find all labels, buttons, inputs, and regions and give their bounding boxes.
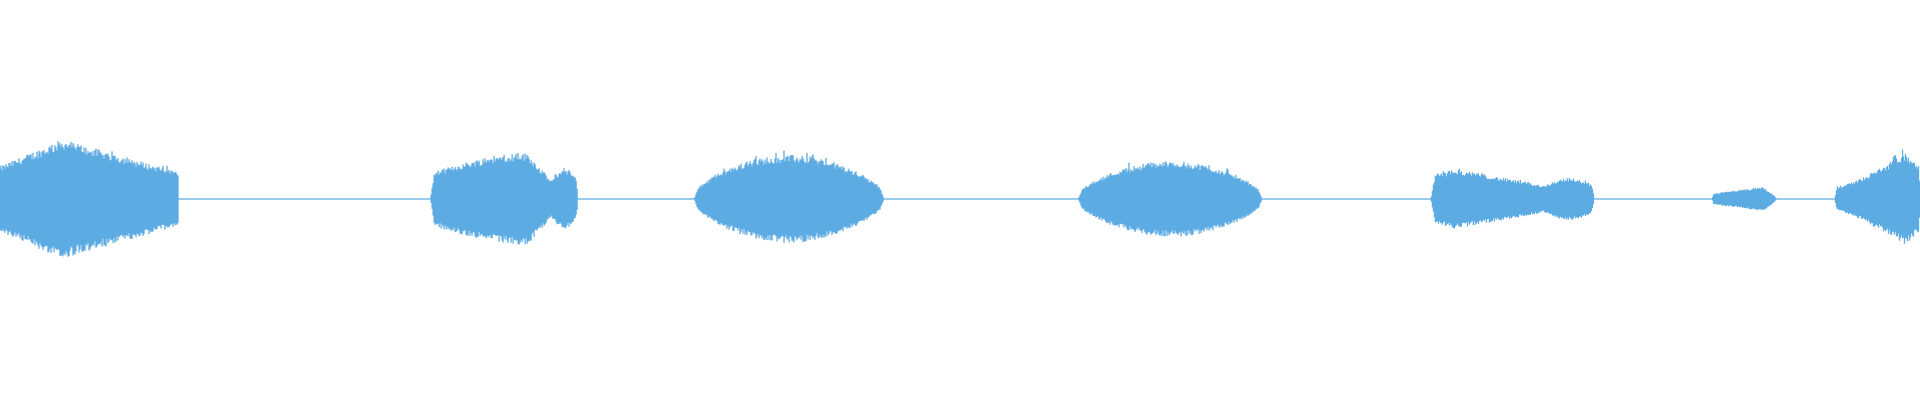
waveform-segment-path <box>1834 149 1920 244</box>
waveform-segment <box>1834 149 1920 244</box>
waveform-segment-path <box>0 141 179 257</box>
waveform-segment <box>694 150 884 243</box>
waveform-segment <box>0 141 179 257</box>
waveform-segment-path <box>694 150 884 243</box>
